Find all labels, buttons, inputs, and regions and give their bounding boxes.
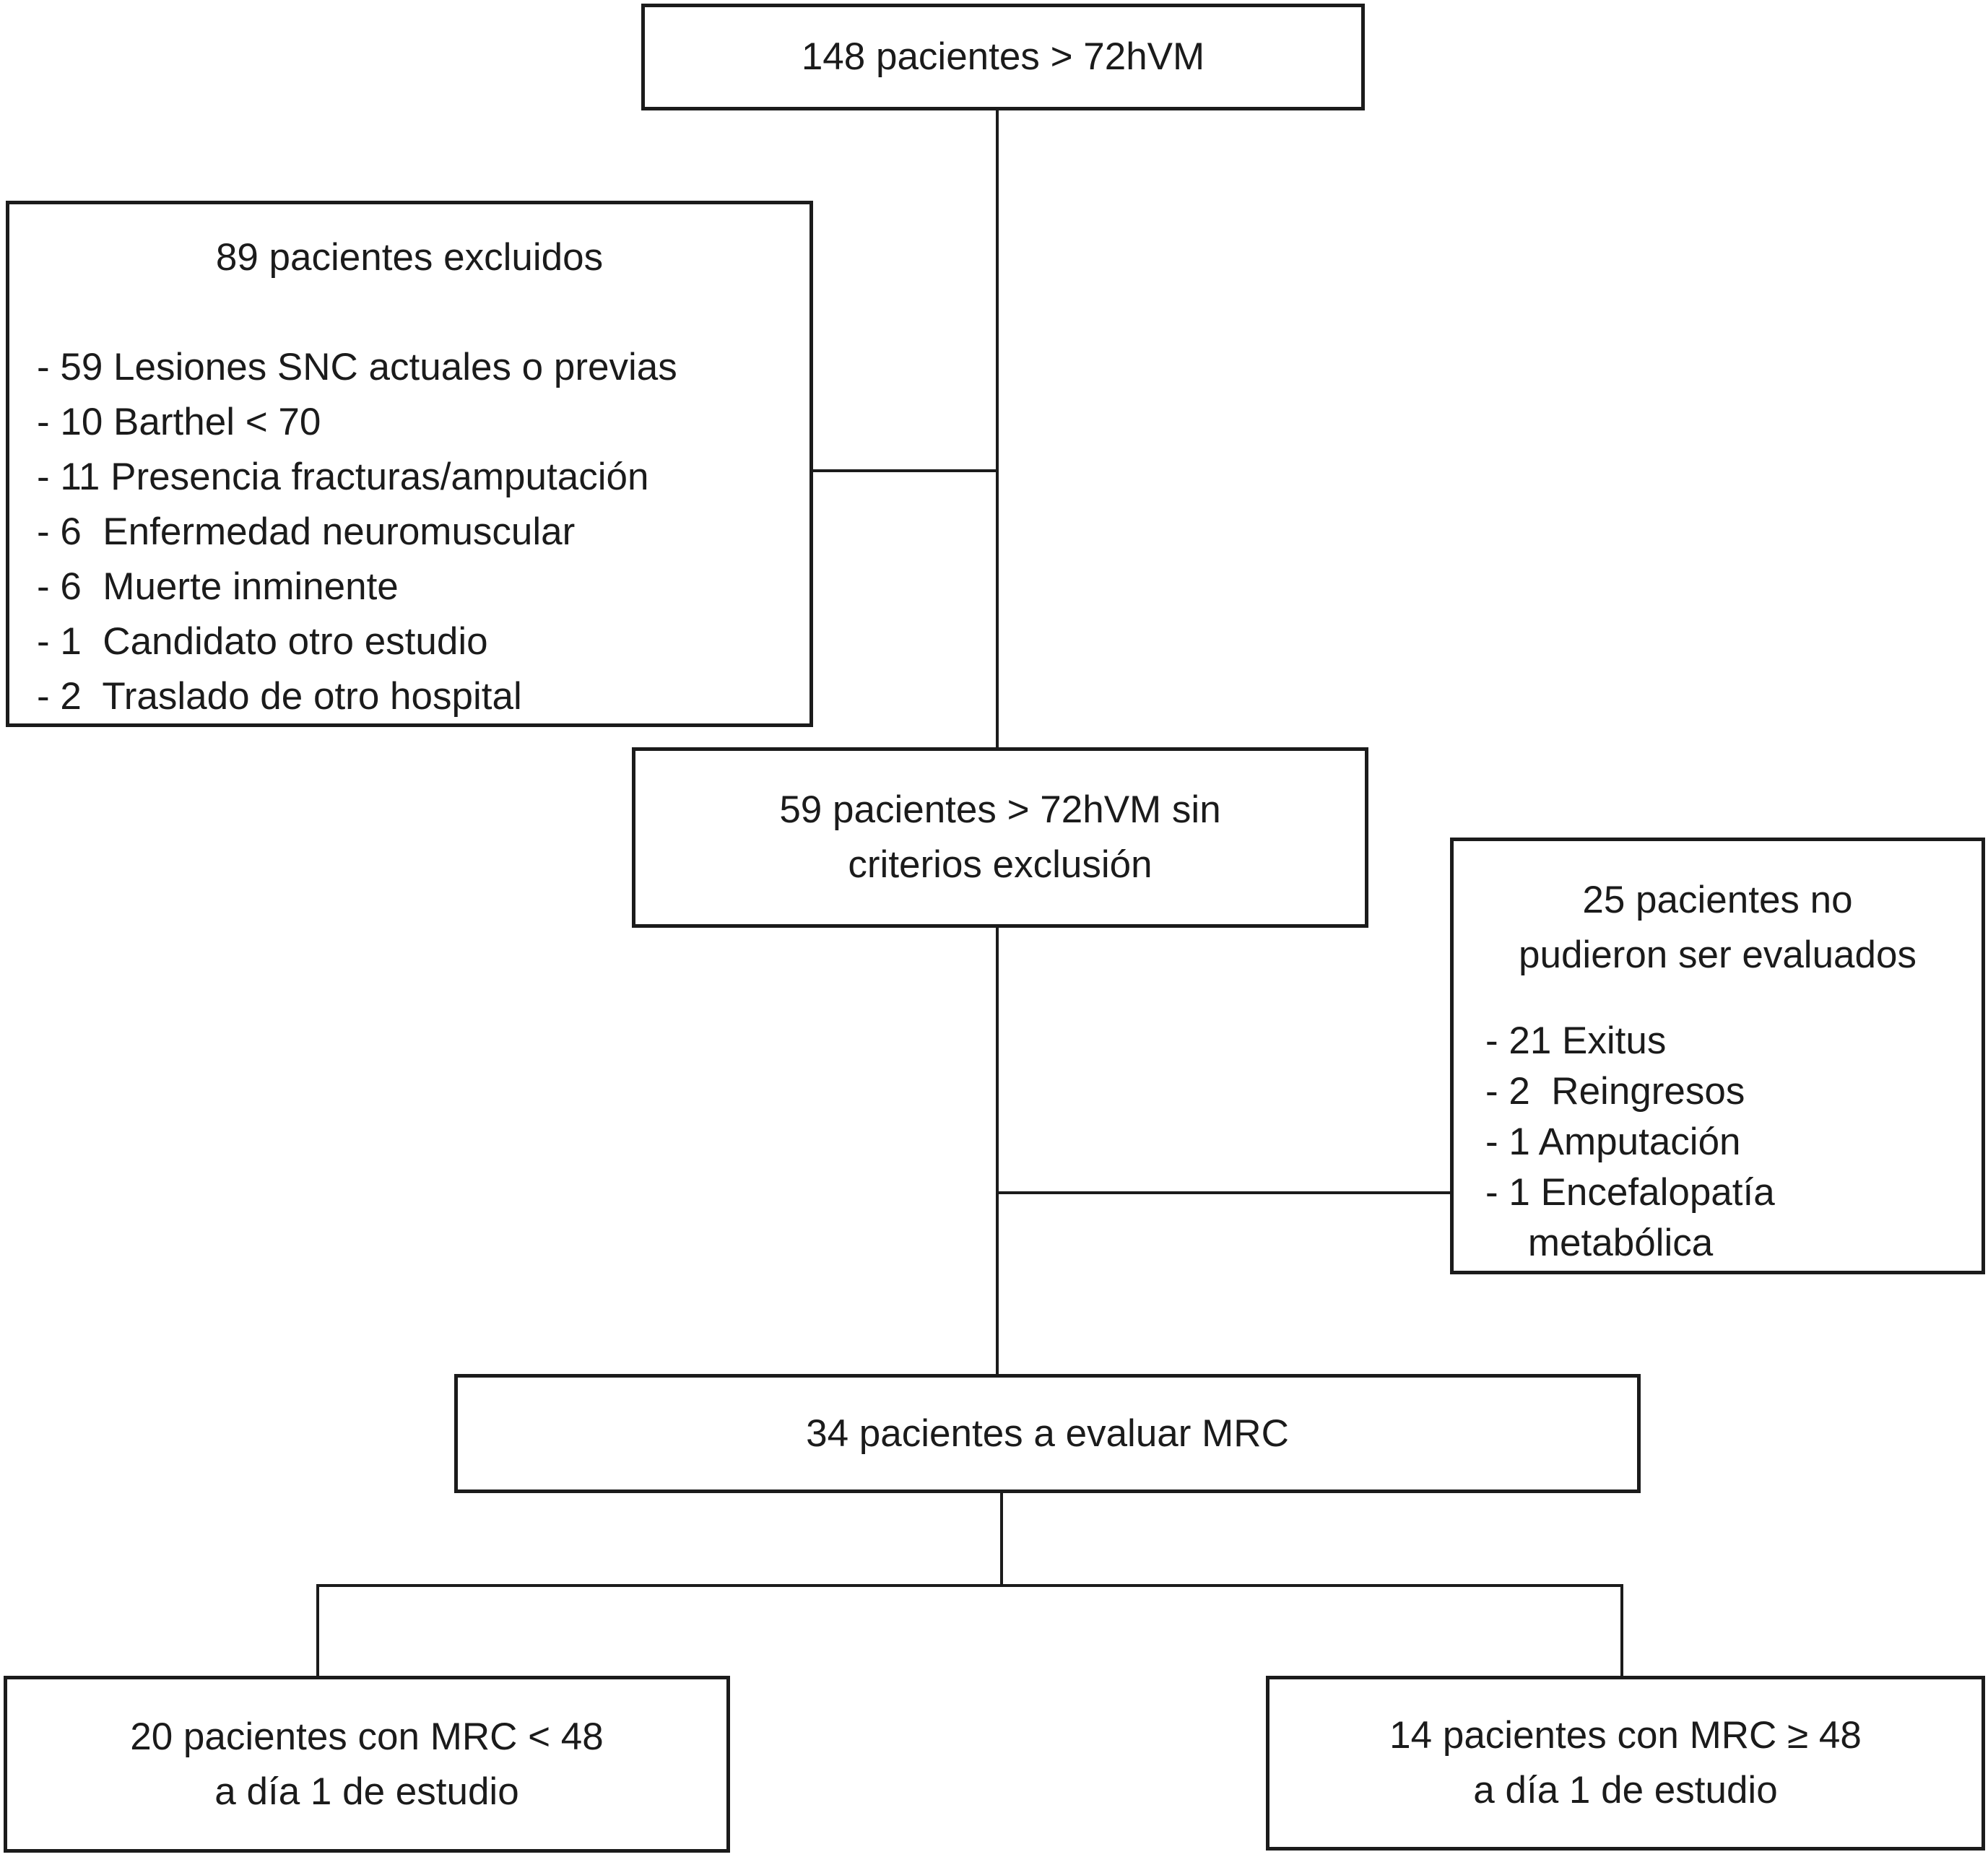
excluded-reason: - 59 Lesiones SNC actuales o previas: [37, 346, 677, 388]
not-evaluated-reason-wrap: metabólica: [1485, 1222, 1714, 1264]
box-mrc-at-least-48: 14 pacientes con MRC ≥ 48 a día 1 de est…: [1266, 1676, 1985, 1851]
connector-split-horizontal: [316, 1584, 1623, 1587]
mrc-below-48-line1: 20 pacientes con MRC < 48: [130, 1715, 604, 1758]
box-to-evaluate-mrc: 34 pacientes a evaluar MRC: [454, 1374, 1641, 1493]
excluded-title: 89 pacientes excluidos: [215, 236, 604, 279]
not-evaluated-reason: - 2 Reingresos: [1485, 1070, 1745, 1113]
excluded-reason-list: - 59 Lesiones SNC actuales o previas - 1…: [9, 340, 809, 724]
no-exclusion-line2: criterios exclusión: [848, 843, 1153, 886]
to-evaluate-text: 34 pacientes a evaluar MRC: [806, 1412, 1289, 1455]
excluded-reason: - 6 Muerte inminente: [37, 565, 399, 608]
box-not-evaluated: 25 pacientes no pudieron ser evaluados -…: [1450, 838, 1985, 1274]
no-exclusion-line1: 59 pacientes > 72hVM sin: [779, 788, 1221, 831]
box-mrc-below-48: 20 pacientes con MRC < 48 a día 1 de est…: [4, 1676, 730, 1853]
connector-total-to-noexclusion: [996, 108, 999, 750]
not-evaluated-title-line1: 25 pacientes no: [1582, 879, 1853, 921]
box-excluded-patients: 89 pacientes excluidos - 59 Lesiones SNC…: [6, 201, 813, 727]
connector-excluded-branch: [810, 469, 997, 472]
not-evaluated-reason: - 1 Amputación: [1485, 1121, 1741, 1163]
connector-notevaluated-branch: [997, 1191, 1451, 1194]
excluded-reason: - 2 Traslado de otro hospital: [37, 675, 522, 718]
not-evaluated-reason-list: - 21 Exitus - 2 Reingresos - 1 Amputació…: [1454, 1016, 1982, 1269]
not-evaluated-reason: - 1 Encefalopatía: [1485, 1171, 1775, 1214]
mrc-at-least-48-line2: a día 1 de estudio: [1473, 1769, 1778, 1812]
total-patients-text: 148 pacientes > 72hVM: [801, 35, 1205, 78]
excluded-reason: - 11 Presencia fracturas/amputación: [37, 456, 649, 498]
connector-drop-right: [1620, 1584, 1623, 1677]
mrc-below-48-line2: a día 1 de estudio: [214, 1770, 519, 1813]
connector-drop-left: [316, 1584, 319, 1677]
box-total-patients: 148 pacientes > 72hVM: [641, 4, 1365, 110]
connector-evaluate-down: [1000, 1492, 1003, 1586]
mrc-at-least-48-line1: 14 pacientes con MRC ≥ 48: [1389, 1714, 1862, 1757]
excluded-reason: - 6 Enfermedad neuromuscular: [37, 510, 576, 553]
not-evaluated-reason: - 21 Exitus: [1485, 1019, 1667, 1062]
not-evaluated-title-line2: pudieron ser evaluados: [1519, 934, 1917, 976]
excluded-reason: - 1 Candidato otro estudio: [37, 620, 488, 663]
box-no-exclusion-criteria: 59 pacientes > 72hVM sin criterios exclu…: [632, 747, 1368, 928]
connector-noexclusion-to-evaluate: [996, 926, 999, 1375]
excluded-reason: - 10 Barthel < 70: [37, 401, 321, 443]
